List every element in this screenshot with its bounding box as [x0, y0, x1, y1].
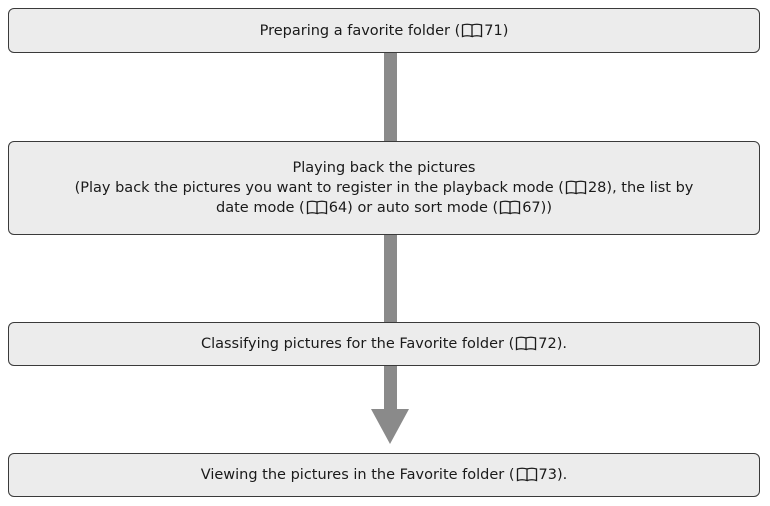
step-3-text: Classifying pictures for the Favorite fo… — [200, 336, 568, 352]
connector-2 — [384, 235, 397, 322]
connector-1 — [384, 53, 397, 141]
step-2-box: Playing back the pictures (Play back the… — [8, 141, 760, 235]
step-4-box: Viewing the pictures in the Favorite fol… — [8, 453, 760, 497]
book-icon — [306, 200, 327, 215]
step-3-box: Classifying pictures for the Favorite fo… — [8, 322, 760, 366]
step-2-desc-line-2: date mode (64) or auto sort mode (67)) — [216, 200, 552, 216]
step-4-text: Viewing the pictures in the Favorite fol… — [200, 467, 568, 483]
book-icon — [516, 336, 537, 351]
book-icon — [516, 467, 537, 482]
step-1-text: Preparing a favorite folder (71) — [259, 22, 509, 39]
book-icon — [500, 200, 521, 215]
connector-3 — [384, 366, 397, 410]
book-icon — [565, 180, 587, 195]
arrow-down-icon — [371, 409, 409, 444]
step-1-box: Preparing a favorite folder (71) — [8, 8, 760, 53]
step-2-desc-line-1: (Play back the pictures you want to regi… — [74, 180, 694, 196]
step-2-title: Playing back the pictures — [292, 160, 476, 176]
book-icon — [462, 23, 483, 37]
